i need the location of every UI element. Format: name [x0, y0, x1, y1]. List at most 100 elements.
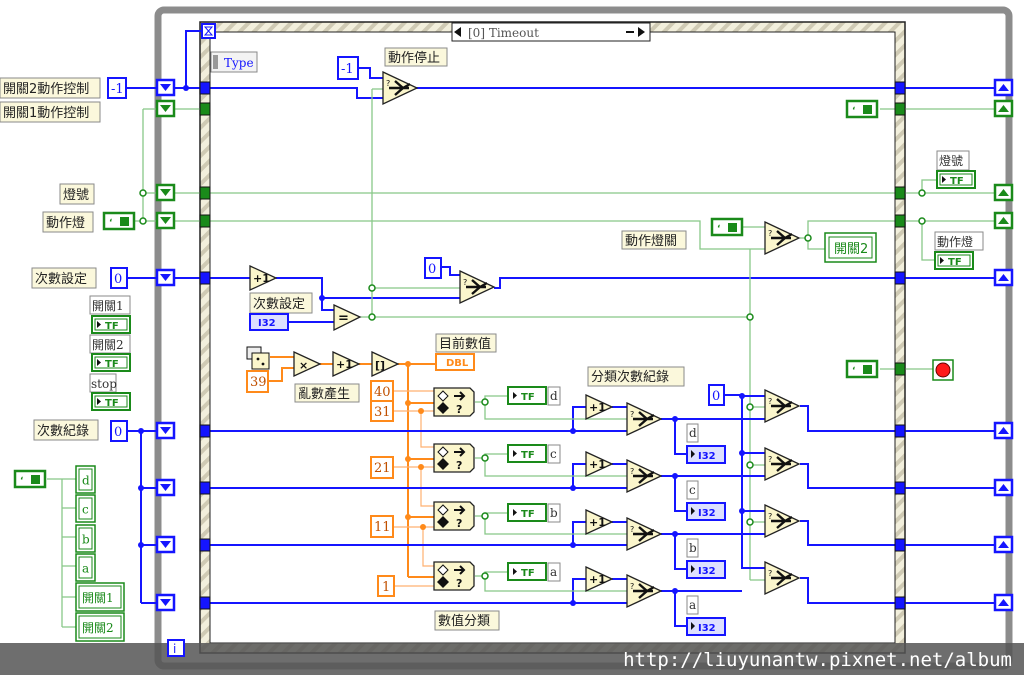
- shift-register-right[interactable]: [993, 593, 1014, 612]
- limit-1-const[interactable]: 1: [377, 575, 395, 597]
- stop-action-const[interactable]: -1: [337, 56, 359, 80]
- svg-text:=: =: [338, 311, 349, 326]
- svg-text:開關1動作控制: 開關1動作控制: [3, 106, 89, 121]
- category-count-label: b: [686, 538, 699, 558]
- shift-register-left[interactable]: [155, 535, 176, 554]
- stop-button-terminal[interactable]: [932, 359, 954, 381]
- action-lamp-init-const[interactable]: ʻ: [102, 211, 136, 231]
- svg-text:0: 0: [428, 262, 436, 277]
- svg-text:開關2: 開關2: [834, 242, 868, 257]
- label-lamp-off: 動作燈關: [621, 230, 687, 250]
- svg-text:TF: TF: [521, 392, 535, 403]
- shift-register-left[interactable]: [155, 478, 176, 497]
- shift-register-left[interactable]: [155, 268, 176, 287]
- shift-register-right[interactable]: [993, 421, 1014, 440]
- count-record-init-const[interactable]: 0: [110, 420, 128, 442]
- svg-text:ʻ: ʻ: [717, 224, 720, 234]
- shift-register-right[interactable]: [993, 535, 1014, 554]
- svg-text:I32: I32: [698, 566, 716, 577]
- tunnel-left: [199, 538, 211, 552]
- multiplier-const[interactable]: 39: [246, 370, 269, 393]
- tunnel-right: [894, 186, 906, 200]
- arrow-down-icon: [160, 484, 171, 491]
- property-node-ref[interactable]: 開關1: [75, 582, 125, 612]
- shift-register-left[interactable]: [155, 78, 176, 97]
- in-range-node[interactable]: [433, 561, 475, 591]
- svg-text:40: 40: [374, 385, 391, 400]
- in-range-node[interactable]: [433, 501, 475, 531]
- switch2-action-init-const[interactable]: -1: [107, 77, 127, 99]
- limit-40-const[interactable]: 40: [370, 380, 394, 402]
- multiply-node[interactable]: ×: [293, 350, 322, 378]
- svg-text:分類次數紀錄: 分類次數紀錄: [591, 369, 669, 385]
- shift-register-left[interactable]: [155, 593, 176, 612]
- svg-text:DBL: DBL: [446, 358, 469, 369]
- svg-text:I32: I32: [698, 623, 716, 634]
- switch1-action-false-const[interactable]: ʻ: [845, 99, 879, 119]
- category-count-indicator: I32: [686, 617, 726, 636]
- shift-register-left[interactable]: [155, 211, 176, 230]
- increment-arrow-icon[interactable]: [638, 27, 645, 37]
- svg-text:次數設定: 次數設定: [35, 271, 87, 287]
- limit-11-const[interactable]: 11: [370, 515, 394, 538]
- event-data-node-type: Type: [210, 51, 258, 73]
- shift-registers: [155, 78, 1014, 612]
- in-range-node[interactable]: [433, 443, 475, 473]
- svg-text:燈號: 燈號: [939, 153, 963, 168]
- tunnel-left: [199, 102, 211, 116]
- svg-text:開關2: 開關2: [92, 338, 124, 352]
- property-node-ref[interactable]: a: [75, 553, 96, 582]
- limit-31-const[interactable]: 31: [370, 400, 394, 422]
- shift-register-right[interactable]: [993, 211, 1014, 230]
- random-number-node[interactable]: [246, 346, 270, 370]
- arrow-down-icon: [160, 189, 171, 196]
- svg-text:d: d: [689, 426, 697, 440]
- property-node-ref[interactable]: 開關2: [75, 612, 125, 642]
- watermark-text: http://liuyunantw.pixnet.net/album: [623, 649, 1012, 671]
- count-setting-init-const[interactable]: 0: [110, 267, 128, 289]
- shift-register-right[interactable]: [993, 99, 1014, 118]
- property-node-ref[interactable]: b: [75, 524, 96, 553]
- property-node-ref[interactable]: d: [75, 465, 96, 494]
- count-setting-local-variable[interactable]: I32: [249, 313, 289, 331]
- decrement-arrow-icon[interactable]: [454, 27, 461, 37]
- right-action-lamp-local-variable: TF: [934, 251, 974, 270]
- count-zero-const[interactable]: 0: [424, 257, 442, 279]
- in-range-node[interactable]: [433, 387, 475, 417]
- shift-register-right[interactable]: [993, 268, 1014, 287]
- svg-text:0: 0: [712, 389, 720, 404]
- ref-bool-const[interactable]: ʻ: [13, 469, 47, 489]
- arrow-down-icon: [160, 217, 171, 224]
- svg-text:開關2動作控制: 開關2動作控制: [3, 82, 89, 97]
- svg-text:燈號: 燈號: [63, 188, 89, 203]
- case-selector[interactable]: [0] Timeout: [451, 22, 651, 42]
- category-count-label: a: [686, 595, 699, 615]
- svg-text:動作燈關: 動作燈關: [625, 234, 677, 249]
- arrow-up-icon: [998, 541, 1009, 548]
- svg-text:d: d: [82, 474, 90, 488]
- shift-register-right[interactable]: [993, 78, 1014, 97]
- label-right-lamp: 燈號: [936, 150, 970, 171]
- tunnel-right: [894, 81, 906, 95]
- tunnel-left: [199, 596, 211, 610]
- category-bool-indicator: TF: [507, 503, 547, 522]
- round-node[interactable]: []: [371, 350, 400, 378]
- arrow-up-icon: [998, 274, 1009, 281]
- svg-text:TF: TF: [950, 176, 964, 187]
- shift-register-left[interactable]: [155, 183, 176, 202]
- lamp-false-const[interactable]: ʻ: [710, 217, 744, 237]
- shift-register-left[interactable]: [155, 99, 176, 118]
- label-switch2-action: 開關2動作控制: [0, 77, 101, 99]
- shift-register-left[interactable]: [155, 421, 176, 440]
- equal-node[interactable]: =: [333, 303, 362, 332]
- limit-21-const[interactable]: 21: [370, 456, 394, 479]
- record-zero-const[interactable]: 0: [708, 384, 725, 406]
- shift-register-right[interactable]: [993, 478, 1014, 497]
- property-node-ref[interactable]: c: [75, 494, 96, 523]
- switch2-local-variable: TF: [91, 353, 131, 372]
- stop-false-const[interactable]: ʻ: [845, 359, 879, 379]
- shift-register-right[interactable]: [993, 183, 1014, 202]
- svg-text:TF: TF: [105, 321, 119, 332]
- svg-text:i: i: [173, 642, 176, 656]
